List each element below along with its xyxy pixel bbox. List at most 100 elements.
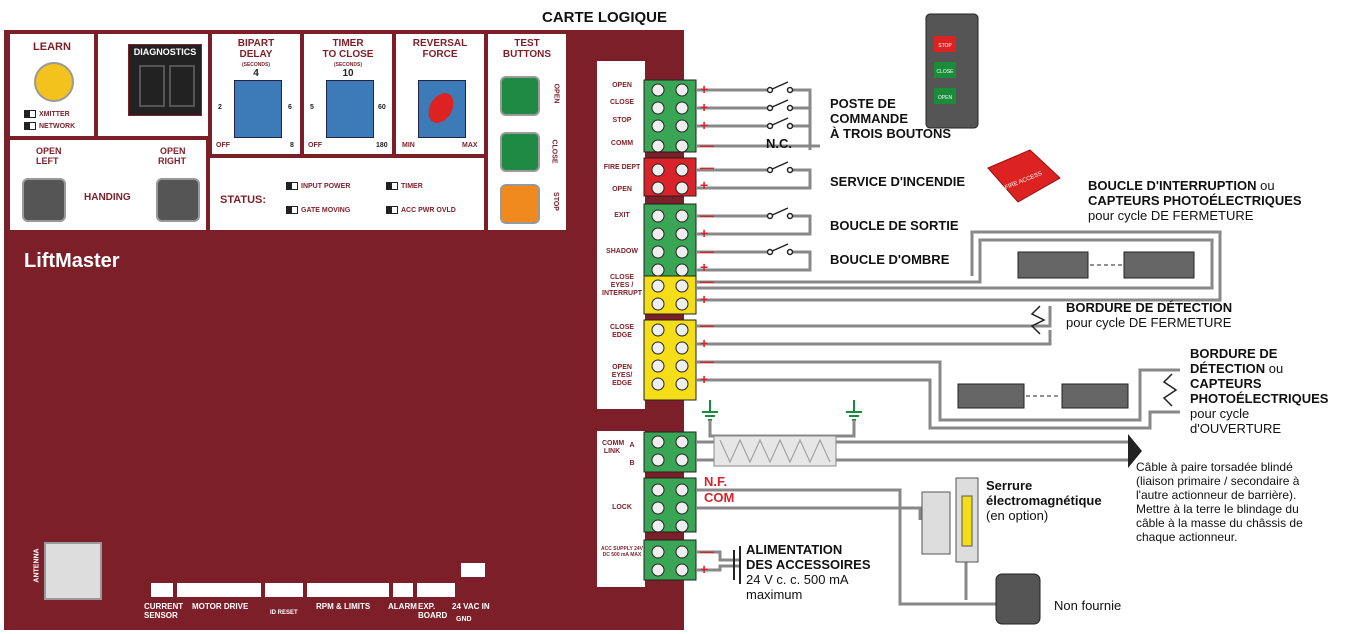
svg-text:—: — [700,243,714,259]
terminal-block-close-eyes [643,275,697,315]
current-sensor-connector[interactable] [150,582,174,598]
terminal-screw [651,501,665,515]
cable-note: Câble à paire torsadée blindé(liaison pr… [1136,460,1303,544]
open-left-button[interactable] [22,178,66,222]
terminal-screw [651,209,665,223]
terminal-screw [651,377,665,391]
terminal-block-fire [643,157,697,197]
terminal-screw [651,297,665,311]
incendie-label: SERVICE D'INCENDIE [830,174,966,189]
antenna-connector[interactable] [44,542,102,600]
polarity-markers: +++— —+ —+—+ —+ —+—+ —+ [700,81,714,577]
photo-eye-close-2 [1123,251,1195,279]
terminal-screw [675,435,689,449]
ombre-label: BOUCLE D'OMBRE [830,252,950,267]
terminal-screw [651,101,665,115]
terminal-screw [675,453,689,467]
open-right-button[interactable] [156,178,200,222]
terminal-screw [651,181,665,195]
open-edge-wires [696,360,1180,430]
diagnostics-display: DIAGNOSTICS [128,44,202,116]
rpm-limits-connector[interactable] [306,582,390,598]
terminal-screw [651,563,665,577]
terminal-screw [651,483,665,497]
terminal-screw [651,119,665,133]
svg-text:+: + [700,81,708,97]
terminal-screw [675,501,689,515]
terminal-block-lock [643,477,697,533]
station-open-button [934,88,956,104]
svg-text:—: — [700,353,714,369]
station-open-label: OPEN [938,95,953,101]
terminal-screw [675,83,689,97]
learn-panel: LEARN XMITTER NETWORK [8,32,96,138]
station-stop-button [934,36,956,52]
bordure2-label: BORDURE DE DÉTECTION ou CAPTEURS PHOTOÉL… [1190,346,1329,436]
motor-drive-connector[interactable] [176,582,262,598]
com-label: COM [704,490,735,505]
timer-dial[interactable] [326,80,374,138]
24vac-connector[interactable] [460,562,486,578]
terminal-screw [675,377,689,391]
command-wires [696,88,820,272]
exp-board-connector[interactable] [416,582,456,598]
alarm-connector[interactable] [392,582,414,598]
terminal-screw [675,297,689,311]
non-fournie-label: Non fournie [1054,598,1122,613]
learn-title: LEARN [33,41,71,53]
terminal-screw [651,227,665,241]
page-title: CARTE LOGIQUE [542,9,668,26]
status-gate-moving: GATE MOVING [286,206,350,214]
cable-arrow-icon [1128,434,1142,468]
edge-sensor-open [1162,373,1178,407]
test-stop-button[interactable] [500,184,540,224]
photo-eye-close-1 [1017,251,1089,279]
terminal-screw [675,263,689,277]
bordure-label: BORDURE DE DÉTECTION pour cycle DE FERME… [1066,300,1233,330]
svg-text:+: + [700,561,708,577]
svg-text:—: — [700,137,714,153]
svg-text:—: — [700,543,714,559]
photo-eye-open-2 [1061,383,1129,409]
terminal-screw [675,563,689,577]
reversal-force-panel: REVERSAL FORCE MIN MAX [394,32,486,156]
photo-eye-open-1 [957,383,1025,409]
svg-text:+: + [700,259,708,275]
terminal-screw [675,359,689,373]
close-eyes-wires [696,230,1222,302]
nc-label: N.C. [766,136,792,151]
battery-icon [733,546,741,584]
station-close-button [934,62,956,78]
test-open-button[interactable] [500,76,540,116]
terminal-screw [651,139,665,153]
terminal-screw [651,263,665,277]
learn-button[interactable] [34,62,74,102]
edge-sensor-close [1030,305,1046,335]
status-input-power: INPUT POWER [286,182,350,190]
terminal-screw [651,519,665,533]
switches [766,81,794,256]
svg-text:—: — [700,159,714,175]
id-reset-connector[interactable] [264,582,304,598]
brand-logo: LiftMaster [24,250,120,272]
terminal-screw [651,341,665,355]
bipart-dial[interactable] [234,80,282,138]
power-supply-icon [995,573,1041,625]
svg-text:—: — [700,317,714,333]
logic-board: LEARN XMITTER NETWORK DIAGNOSTICS BIPART… [4,30,684,630]
fire-access-box [987,149,1061,203]
acc-wires [696,550,740,572]
terminal-screw [675,341,689,355]
terminal-screw [651,323,665,337]
station-stop-label: STOP [938,43,952,49]
terminal-screw [651,83,665,97]
svg-text:+: + [700,177,708,193]
station-close-label: CLOSE [937,69,955,75]
maglock-armature [921,491,951,555]
test-close-button[interactable] [500,132,540,172]
close-edge-wires [696,306,1052,346]
bipart-delay-panel: BIPART DELAY (SECONDS) 4 2 6 OFF 8 [210,32,302,156]
